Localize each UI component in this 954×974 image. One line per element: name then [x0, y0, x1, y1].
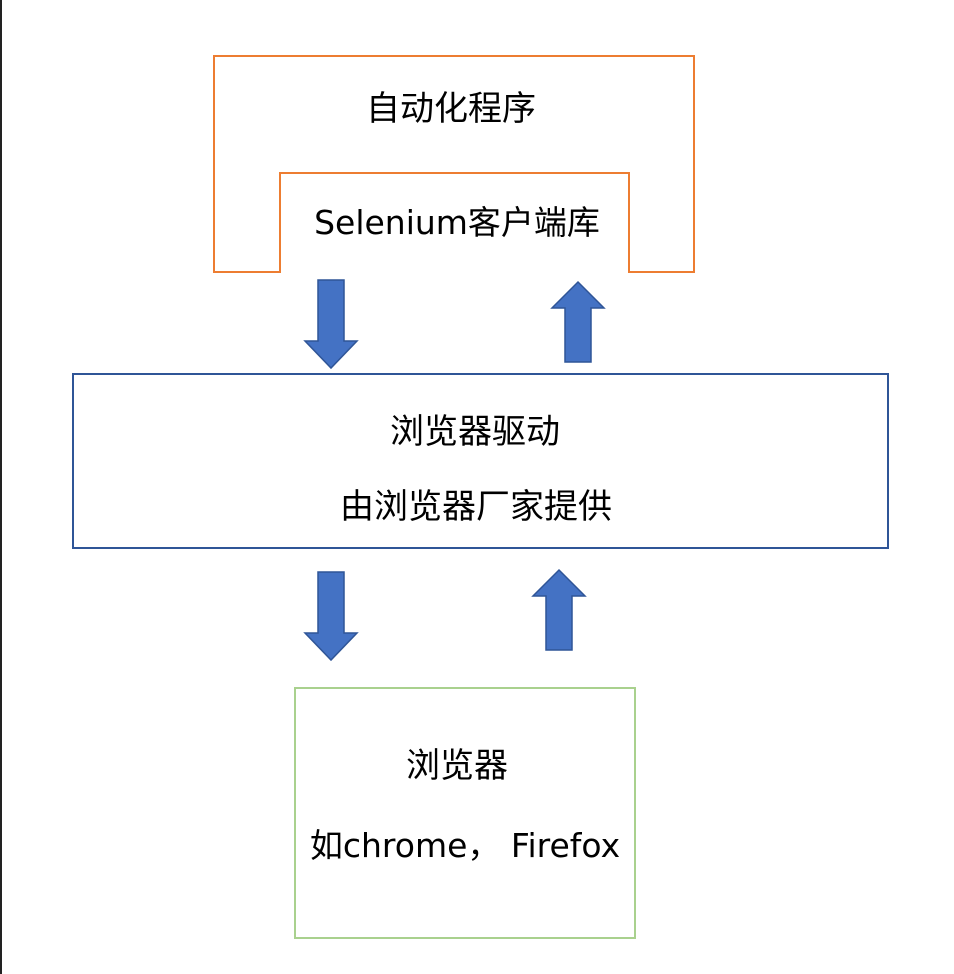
automation-program-label: 自动化程序	[366, 89, 536, 129]
selenium-client-library-box	[279, 172, 630, 273]
arrow-up-icon	[531, 568, 587, 651]
browser-title: 浏览器	[406, 746, 508, 786]
arrow-down-icon	[303, 279, 359, 370]
arrow-up-icon	[550, 280, 606, 363]
arrow-down-icon	[303, 571, 359, 662]
browser-driver-box	[72, 373, 889, 549]
browser-driver-title: 浏览器驱动	[390, 412, 560, 452]
browser-box	[294, 687, 636, 939]
left-border-line	[0, 0, 2, 974]
browser-examples: 如chrome， Firefox	[309, 826, 621, 865]
browser-driver-subtitle: 由浏览器厂家提供	[340, 487, 612, 527]
selenium-client-library-label: Selenium客户端库	[314, 203, 600, 242]
